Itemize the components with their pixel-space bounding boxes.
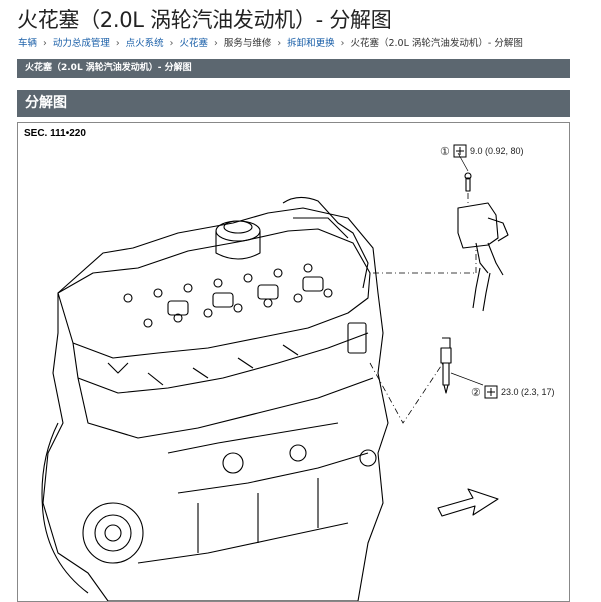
breadcrumb: 车辆 › 动力总成管理 › 点火系统 › 火花塞 › 服务与维修 › 拆卸和更换 › 火花塞（2.0L … (18, 35, 523, 49)
torque-wrench-icon (453, 144, 467, 158)
callout-2-torque: 23.0 (2.3, 17) (501, 387, 555, 397)
breadcrumb-link-powertrain[interactable]: 动力总成管理 (52, 38, 110, 49)
callout-2-number: ② (471, 387, 481, 399)
page-title: 火花塞（2.0L 涡轮汽油发动机）- 分解图 (17, 8, 392, 32)
breadcrumb-link-removal[interactable]: 拆卸和更换 (287, 38, 335, 49)
breadcrumb-link-ignition[interactable]: 点火系统 (125, 38, 164, 49)
torque-wrench-icon (484, 385, 498, 399)
callout-1-number: ① (440, 146, 450, 158)
breadcrumb-separator-icon: › (115, 38, 120, 49)
section-code-label: SEC. 111•220 (24, 128, 86, 139)
callout-2: ② (471, 386, 481, 399)
engine-illustration (41, 144, 509, 601)
section-header: 火花塞（2.0L 涡轮汽油发动机）- 分解图 (17, 59, 570, 78)
breadcrumb-separator-icon: › (43, 38, 47, 49)
subsection-header: 分解图 (17, 90, 570, 117)
callout-1: ① (440, 145, 450, 158)
breadcrumb-separator-icon: › (340, 38, 345, 49)
breadcrumb-item-service: 服务与维修 (223, 38, 272, 49)
breadcrumb-separator-icon: › (277, 38, 282, 49)
breadcrumb-link-spark-plug[interactable]: 火花塞 (179, 38, 208, 49)
exploded-view-diagram: SEC. 111•220 (17, 122, 570, 602)
breadcrumb-separator-icon: › (214, 38, 218, 49)
breadcrumb-link-vehicle[interactable]: 车辆 (18, 38, 38, 49)
breadcrumb-item-current: 火花塞（2.0L 涡轮汽油发动机）- 分解图 (350, 38, 523, 49)
callout-1-torque: 9.0 (0.92, 80) (470, 146, 524, 156)
breadcrumb-separator-icon: › (169, 38, 174, 49)
